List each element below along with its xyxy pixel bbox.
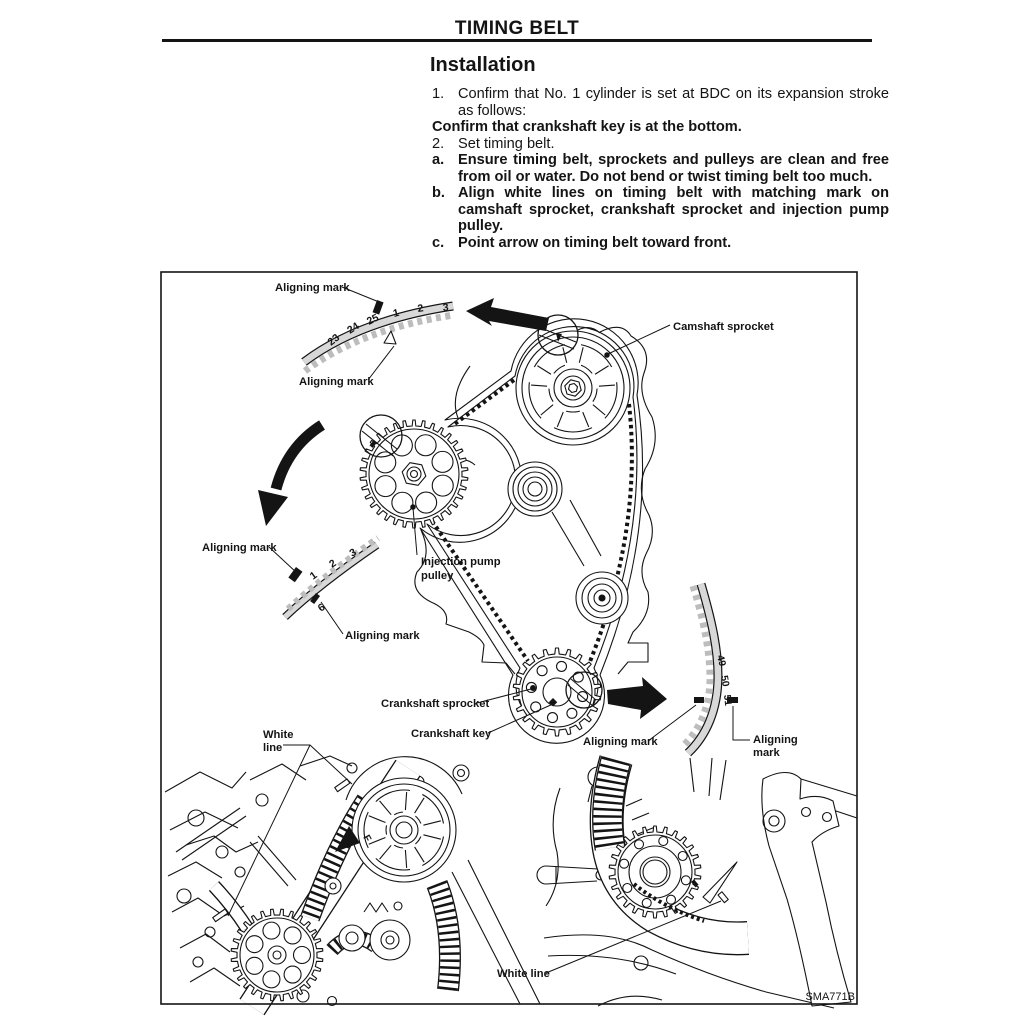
diagram-artwork (164, 286, 858, 1016)
instruction-step: 2. Set timing belt. (432, 136, 889, 153)
page-title: TIMING BELT (454, 18, 580, 39)
instruction-step: a. Ensure timing belt, sprockets and pul… (432, 152, 889, 185)
belt-tooth-number: 51 (721, 694, 733, 707)
instruction-list: 1. Confirm that No. 1 cylinder is set at… (432, 86, 889, 251)
header-rule (162, 39, 872, 42)
step-text: Set timing belt. (458, 135, 555, 152)
belt-tooth-number: 25 (365, 312, 381, 328)
step-text: Confirm that No. 1 cylinder is set at BD… (458, 86, 889, 119)
label-white-line: line (263, 742, 282, 754)
label-injection-pump: Injection pump (421, 556, 501, 568)
instruction-step: Confirm that crankshaft key is at the bo… (432, 119, 889, 136)
belt-tooth-number: 3 (442, 302, 449, 314)
label-white-line: White (263, 729, 293, 741)
label-crankshaft-key: Crankshaft key (411, 728, 492, 740)
belt-front-mark: F (360, 833, 373, 844)
label-aligning-mark: Aligning mark (275, 282, 350, 294)
figure-frame (160, 271, 858, 1005)
instruction-step: b. Align white lines on timing belt with… (432, 185, 889, 235)
step-text: Align white lines on timing belt with ma… (458, 185, 889, 235)
label-aligning-mark: Aligning mark (583, 736, 658, 748)
label-injection-pump-pulley: pulley (421, 570, 454, 582)
belt-tooth-number: 49 (714, 654, 727, 668)
label-aligning-mark: mark (753, 747, 781, 759)
instruction-step: 1. Confirm that No. 1 cylinder is set at… (432, 86, 889, 119)
step-text: Confirm that crankshaft key is at the bo… (432, 119, 742, 136)
label-crankshaft-sprocket: Crankshaft sprocket (381, 698, 489, 710)
label-white-line: White line (497, 968, 550, 980)
belt-tooth-number: 50 (718, 675, 731, 688)
label-aligning-mark: Aligning (753, 734, 798, 746)
belt-tooth-number: 1 (392, 307, 401, 320)
belt-tooth-number: 3 (348, 546, 359, 559)
step-marker: 1. (432, 86, 445, 102)
step-marker: b. (432, 185, 445, 202)
step-marker: a. (432, 152, 445, 169)
belt-tooth-number: 6 (316, 601, 328, 614)
section-title: Installation (430, 54, 536, 76)
belt-tooth-number: 2 (417, 302, 425, 315)
label-aligning-mark: Aligning mark (345, 630, 420, 642)
step-text: Point arrow on timing belt toward front. (458, 234, 732, 251)
step-marker: 2. (432, 135, 445, 152)
belt-tooth-number: 1 (308, 569, 320, 582)
label-aligning-mark: Aligning mark (299, 376, 374, 388)
label-aligning-mark: Aligning mark (202, 542, 277, 554)
step-marker: c. (432, 234, 445, 251)
belt-tooth-number: 24 (345, 320, 361, 337)
figure-code: SMA771B (805, 991, 855, 1003)
diagram-labels: Aligning mark Aligning mark 23 24 25 1 2… (202, 282, 855, 1003)
label-camshaft-sprocket: Camshaft sprocket (673, 321, 774, 333)
belt-tooth-number: 2 (327, 557, 339, 570)
step-text: Ensure timing belt, sprockets and pulley… (458, 152, 889, 185)
instruction-step: c. Point arrow on timing belt toward fro… (432, 235, 889, 252)
